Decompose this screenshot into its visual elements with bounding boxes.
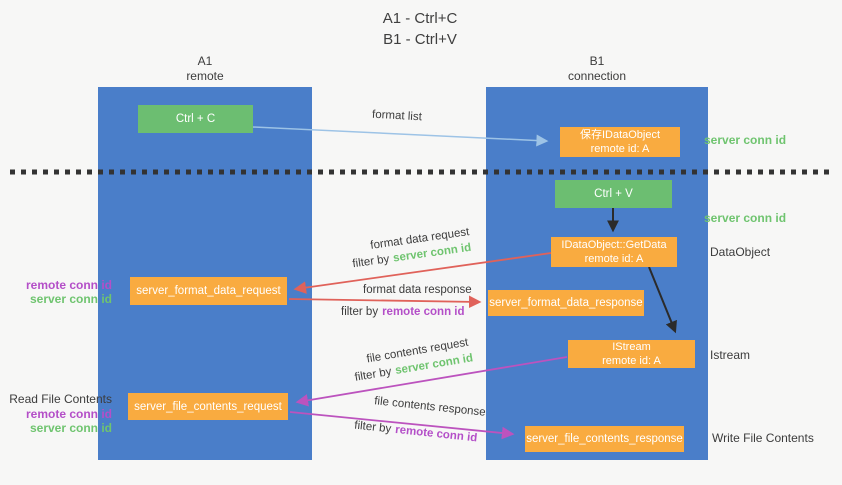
read-file-contents-group: Read File Contents remote conn id server… xyxy=(0,392,112,436)
lifeline-b1-name: B1 xyxy=(589,54,605,68)
filter-by-text: filter by xyxy=(353,419,392,436)
remote-conn-id-text: remote conn id xyxy=(394,423,478,445)
format-list-label: format list xyxy=(371,108,423,124)
server-format-data-request-label: server_format_data_request xyxy=(136,285,281,297)
ctrl-c-box: Ctrl + C xyxy=(138,105,253,133)
istream-line2: remote id: A xyxy=(602,355,661,367)
getdata-line1: IDataObject::GetData xyxy=(561,239,667,251)
istream-box: IStream remote id: A xyxy=(568,340,695,368)
server-file-contents-response-label: server_file_contents_response xyxy=(526,433,683,445)
write-file-contents-annotation: Write File Contents xyxy=(712,431,814,445)
lifeline-a1-name: A1 xyxy=(197,54,213,68)
save-idataobject-box: 保存IDataObject remote id: A xyxy=(560,127,680,157)
lifeline-b1-role: connection xyxy=(567,69,627,83)
read-file-contents-annotation: Read File Contents xyxy=(9,392,112,406)
filter-by-text: filter by xyxy=(353,365,393,384)
istream-line1: IStream xyxy=(612,341,651,353)
server-format-data-response-box: server_format_data_response xyxy=(488,290,644,316)
format-data-response-arrow xyxy=(288,295,482,309)
server-conn-id-annotation-top: server conn id xyxy=(704,133,787,147)
getdata-box: IDataObject::GetData remote id: A xyxy=(551,237,677,267)
remote-conn-id-annotation-1: remote conn id xyxy=(25,278,112,292)
server-format-data-response-label: server_format_data_response xyxy=(489,297,643,309)
ctrl-c-label: Ctrl + C xyxy=(175,113,216,125)
server-file-contents-request-label: server_file_contents_request xyxy=(134,400,282,413)
server-conn-id-annotation-2: server conn id xyxy=(29,421,112,435)
server-file-contents-request-box: server_file_contents_request xyxy=(128,393,288,420)
getdata-line2: remote id: A xyxy=(584,253,644,265)
filter-by-text: filter by xyxy=(341,306,379,318)
lifeline-a1-header: A1 remote xyxy=(98,54,312,84)
conn-id-annotation-group-1: remote conn id server conn id xyxy=(0,278,112,306)
ctrl-v-box: Ctrl + V xyxy=(555,180,672,208)
title-line-b1: B1 - Ctrl+V xyxy=(383,31,457,48)
server-format-data-request-box: server_format_data_request xyxy=(130,277,287,305)
dataobject-annotation: DataObject xyxy=(710,245,771,259)
filter-by-text: filter by xyxy=(351,253,391,271)
save-idataobject-line1: 保存IDataObject xyxy=(579,129,661,141)
ctrl-v-label: Ctrl + V xyxy=(594,188,633,200)
diagram-title: A1 - Ctrl+C B1 - Ctrl+V xyxy=(300,8,540,50)
server-file-contents-response-box: server_file_contents_response xyxy=(525,426,684,452)
remote-conn-id-text: remote conn id xyxy=(382,306,465,318)
lifeline-b1-header: B1 connection xyxy=(486,54,708,84)
file-contents-response-label: file contents response xyxy=(373,395,487,419)
save-idataobject-line2: remote id: A xyxy=(590,143,650,155)
title-line-a1: A1 - Ctrl+C xyxy=(382,10,458,27)
server-conn-id-annotation-mid: server conn id xyxy=(704,211,787,225)
format-data-response-label: format data response xyxy=(363,284,472,296)
remote-conn-id-annotation-2: remote conn id xyxy=(25,406,112,421)
istream-annotation: Istream xyxy=(710,348,751,362)
lifeline-a1-role: remote xyxy=(186,69,224,83)
server-conn-id-annotation-1: server conn id xyxy=(29,292,112,306)
